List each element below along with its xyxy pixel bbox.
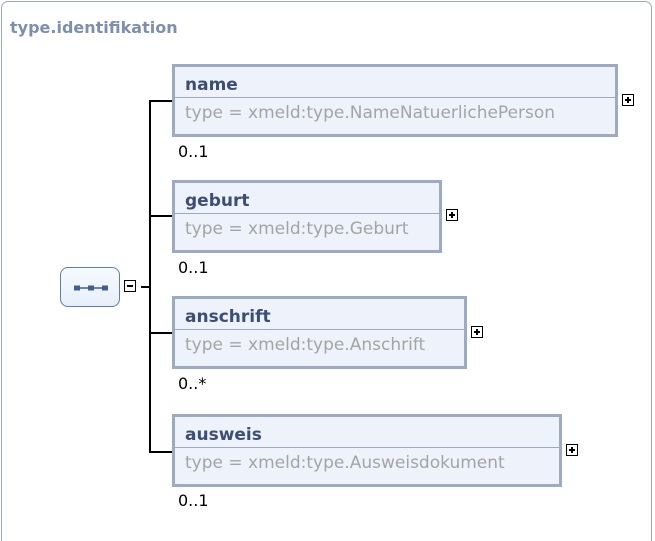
expand-icon[interactable] [471,326,483,338]
connector-trunk [149,100,151,453]
element-type: type = xmeld:type.Anschrift [185,335,426,355]
collapse-icon[interactable] [124,280,136,292]
element-name-label: name [185,75,238,95]
cardinality: 0..1 [178,142,209,161]
element-divider [175,329,464,330]
sequence-compositor-icon [74,285,108,291]
element-divider [175,447,559,448]
element-type: type = xmeld:type.Geburt [185,219,409,239]
expand-icon[interactable] [566,444,578,456]
connector-branch [149,451,172,453]
expand-icon[interactable] [446,209,458,221]
cardinality: 0..1 [178,258,209,277]
element-divider [175,213,439,214]
connector-branch [149,332,172,334]
cardinality: 0..1 [178,491,209,510]
element-divider [175,97,615,98]
connector-branch [149,215,172,217]
element-anschrift[interactable]: anschrift type = xmeld:type.Anschrift [172,296,467,369]
element-type: type = xmeld:type.Ausweisdokument [185,453,505,473]
sequence-compositor[interactable] [60,267,120,307]
element-name[interactable]: name type = xmeld:type.NameNatuerlichePe… [172,64,618,137]
element-ausweis[interactable]: ausweis type = xmeld:type.Ausweisdokumen… [172,414,562,487]
type-title: type.identifikation [10,18,178,37]
connector-branch [149,100,172,102]
element-name-label: ausweis [185,425,262,445]
connector-stub [141,286,151,288]
expand-icon[interactable] [622,94,634,106]
element-name-label: geburt [185,191,250,211]
element-geburt[interactable]: geburt type = xmeld:type.Geburt [172,180,442,253]
element-type: type = xmeld:type.NameNatuerlichePerson [185,103,556,123]
element-name-label: anschrift [185,307,271,327]
cardinality: 0..* [178,374,207,393]
